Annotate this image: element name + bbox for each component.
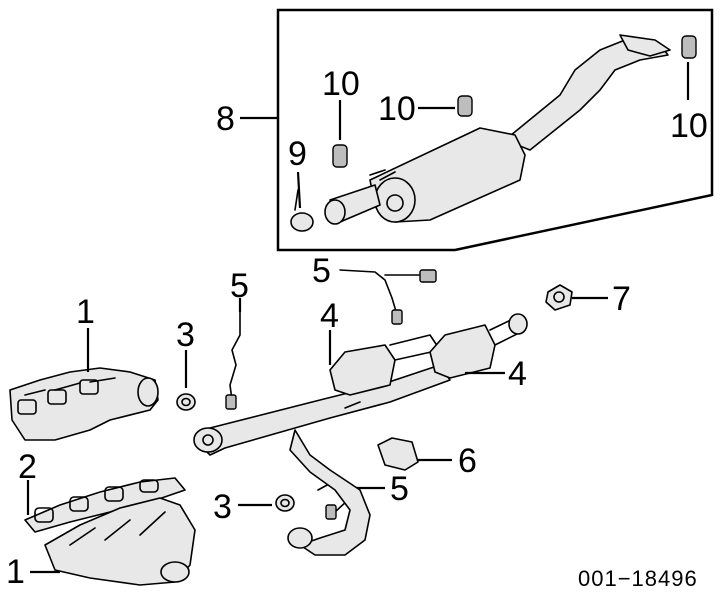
pipe-gasket [545,284,608,311]
callout-5-left: 5 [230,267,249,305]
callout-4-left: 4 [320,297,339,335]
flange-gasket [275,494,295,512]
exhaust-manifold [9,367,159,441]
callout-3-upper: 3 [176,316,195,354]
oxygen-sensor [229,304,241,401]
callout-8: 8 [216,100,235,138]
crossover-pipe [194,364,451,456]
manifold-gasket [24,477,186,533]
lower-exhaust-manifold [30,497,196,586]
hanger-insulator [332,144,348,168]
callout-3-lower: 3 [213,488,232,526]
callout-4-right: 4 [508,355,527,393]
callout-10-center: 10 [378,90,416,128]
y-pipe-assembly [193,313,528,556]
flange-gaskets [176,350,295,512]
catalytic-converter [429,324,496,379]
heat-shield [377,437,452,471]
callout-1-upper: 1 [76,293,95,331]
front-flange [193,427,223,453]
tailpipe [504,39,669,151]
hanger-insulator [457,95,473,117]
callout-10-left: 10 [322,65,360,103]
callout-2: 2 [18,448,37,486]
callout-7: 7 [612,280,631,318]
exhaust-pipe-gasket [545,284,573,311]
tailpipe-tip [619,34,671,57]
callout-9: 9 [288,135,307,173]
hanger-insulator [681,35,697,59]
callout-5-top: 5 [312,252,331,290]
oxygen-sensor [339,269,399,319]
upper-exhaust-manifold [9,328,159,441]
down-pipe [289,429,371,556]
muffler-inset [240,8,714,252]
callout-6: 6 [458,442,477,480]
exhaust-clamp [290,212,314,232]
callout-5-lower: 5 [390,470,409,508]
heat-shield-bracket [377,437,419,471]
muffler-end [374,177,416,223]
inset-frame [276,8,714,252]
catalytic-converter [329,344,396,396]
callout-1-lower: 1 [6,553,25,591]
flange-gasket [176,393,196,411]
figure-id: 001−18496 [578,566,698,591]
callout-10-right: 10 [670,107,708,145]
